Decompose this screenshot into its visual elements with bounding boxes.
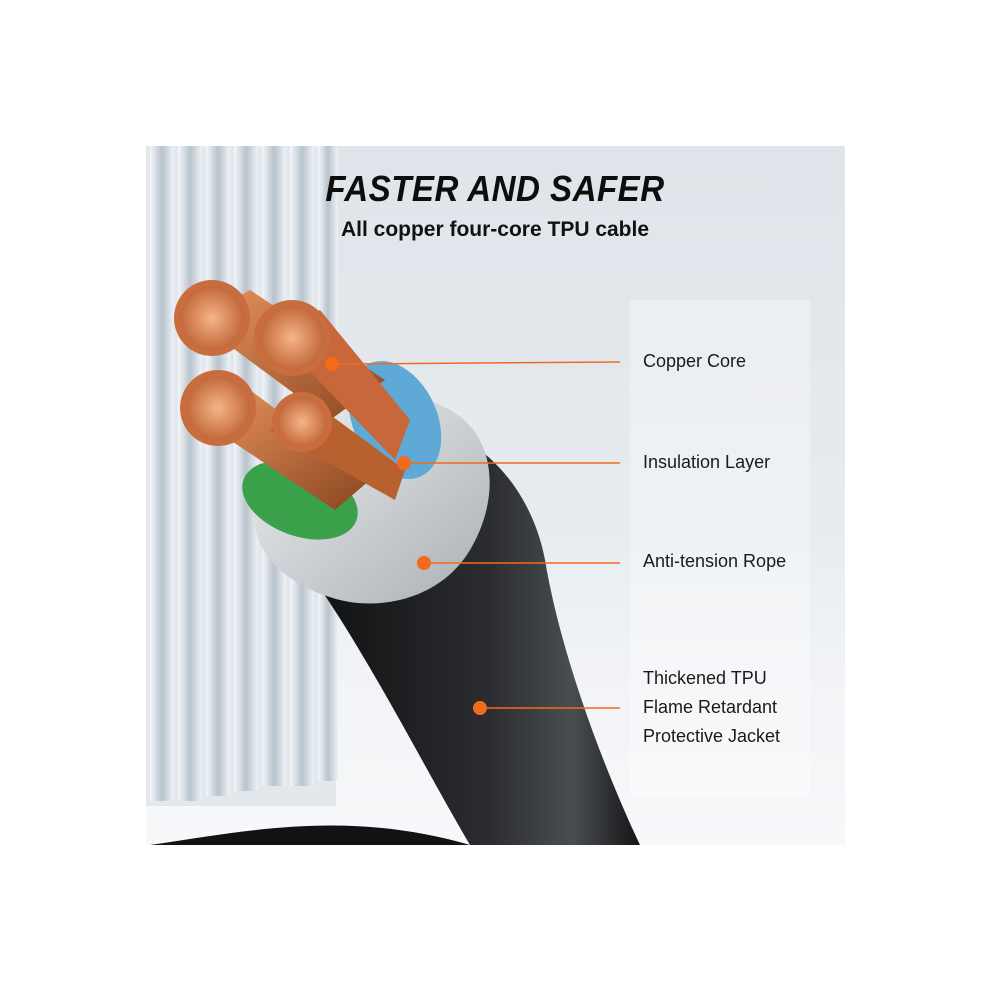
cable-illustration: [146, 146, 810, 845]
callout-line: Copper Core: [643, 351, 747, 371]
callout-tpu-jacket: Thickened TPU Flame Retardant Protective…: [643, 664, 780, 751]
strand-ends: [174, 280, 332, 452]
callout-line: Insulation Layer: [643, 452, 771, 472]
callout-anti-tension-rope: Anti-tension Rope: [643, 547, 786, 576]
subheadline: All copper four-core TPU cable: [340, 218, 650, 241]
callout-line: Protective Jacket: [643, 726, 781, 746]
callout-line: Anti-tension Rope: [643, 551, 787, 571]
callout-markers: [325, 357, 621, 715]
product-image: [146, 146, 845, 845]
callout-copper-core: Copper Core: [643, 347, 746, 376]
headline: FASTER AND SAFER: [325, 168, 665, 209]
callout-line: Flame Retardant: [643, 697, 778, 717]
callout-line: Thickened TPU: [643, 668, 767, 688]
callout-insulation-layer: Insulation Layer: [643, 448, 770, 477]
